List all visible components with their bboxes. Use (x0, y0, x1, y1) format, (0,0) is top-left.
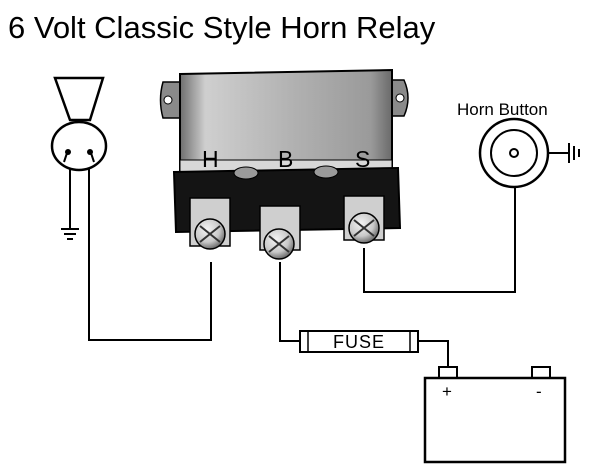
horn-button-center-icon (509, 148, 519, 158)
battery: + - (423, 366, 567, 464)
horn-relay: H B S (159, 68, 409, 260)
horn (50, 76, 108, 228)
wire-horn-to-h (88, 148, 212, 341)
terminal-h (189, 197, 231, 250)
terminal-b (259, 205, 301, 260)
terminal-label-b: B (278, 146, 293, 172)
terminal-s (343, 195, 385, 244)
fuse-label: FUSE (333, 332, 385, 352)
terminal-label-h: H (202, 146, 219, 172)
wire-s-to-button (363, 187, 516, 293)
terminal-label-s: S (355, 146, 370, 172)
fuse: FUSE (299, 330, 419, 353)
horn-button (478, 117, 568, 189)
wire-b-to-fuse (279, 262, 300, 342)
battery-positive-label: + (442, 382, 452, 401)
ground-symbol-horn-icon (61, 228, 79, 240)
horn-button-label: Horn Button (457, 100, 548, 119)
battery-body (423, 376, 567, 464)
battery-negative-label: - (536, 382, 542, 401)
ground-symbol-button-icon (568, 143, 580, 163)
fuse-body (299, 330, 419, 353)
wiring (88, 148, 516, 367)
horn-body (50, 120, 108, 172)
horn-bell-icon (53, 76, 105, 122)
wire-fuse-to-battery (418, 340, 449, 367)
diagram-title: 6 Volt Classic Style Horn Relay (8, 10, 436, 45)
